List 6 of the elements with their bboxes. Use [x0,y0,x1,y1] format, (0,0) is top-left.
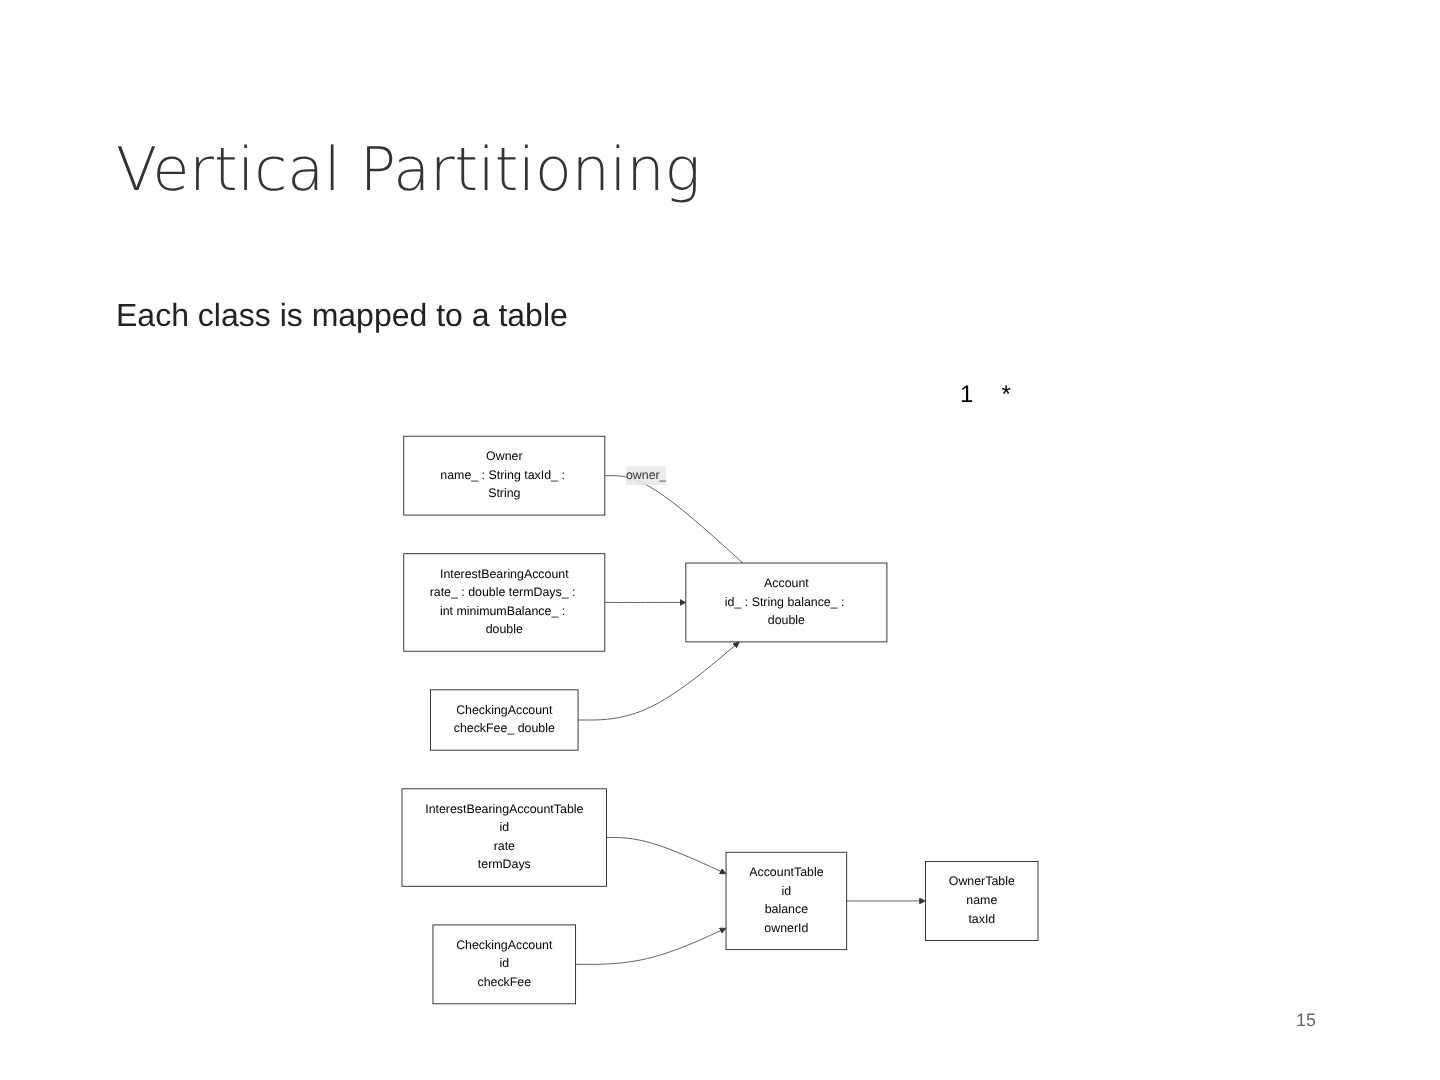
bullet-text: Each class is mapped to a table [116,300,568,336]
slide-title: Vertical Partitioning [116,136,701,206]
page-number: 15 [1296,1010,1317,1030]
multiplicity-label: * [1001,380,1011,408]
multiplicity-label: 1 [960,380,974,408]
connector [604,475,744,564]
